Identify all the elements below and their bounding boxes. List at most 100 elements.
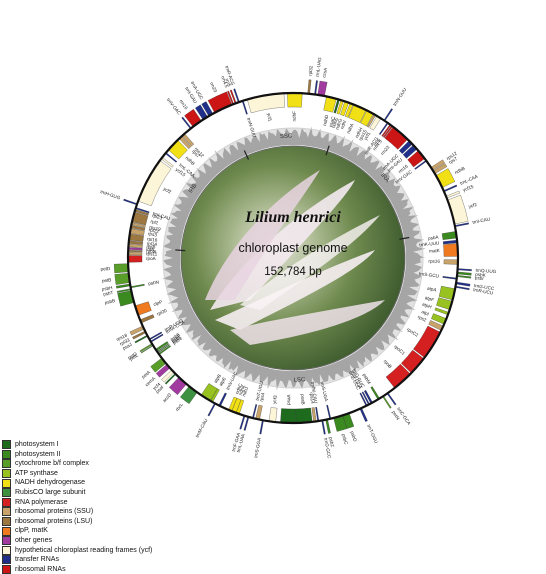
legend-item: cytochrome b/f complex (2, 459, 162, 469)
gene-label: rpoA (146, 256, 157, 261)
gene-label: trnS-GGA (253, 437, 262, 459)
legend-label: other genes (15, 536, 52, 544)
gene-trnk-uuu (442, 239, 458, 245)
gene-label: petB (102, 277, 112, 283)
gene-label: trnI-CAU (152, 211, 171, 221)
gene-label: psbJ (172, 336, 183, 346)
gene-rbcl (180, 385, 198, 404)
gene-trnf-gaa (239, 415, 246, 430)
gene-label: ndhB (184, 155, 195, 166)
region-label-ssc: SSC (280, 133, 293, 140)
gene-label: ycf2 (162, 186, 172, 195)
gene-rps8 (128, 243, 143, 248)
gene-label: rpl23 (152, 213, 164, 221)
gene-label: rrn16 (397, 163, 409, 174)
gene-trnl-uag (314, 80, 318, 95)
gene-label: ycf3 (272, 395, 278, 404)
gene-label: rpl32 (308, 65, 314, 76)
gene-label: atpI (421, 309, 430, 317)
legend-label: hypothetical chloroplast reading frames … (15, 546, 153, 554)
gene-labels: psbAtrnK-UUUmatKrps16trnQ-UUGpsbKpsbItrn… (100, 57, 497, 460)
gene-label: trnN-GUU (246, 117, 257, 138)
gene-trnq-uug (457, 268, 472, 272)
region-boundary-tick (243, 150, 250, 160)
gene-track (113, 79, 472, 435)
gene-label: trnG-UCC (474, 283, 496, 291)
gene-label: ndhI (339, 120, 347, 130)
gene-rps4 (255, 404, 263, 420)
gene-label: atpF (424, 295, 434, 302)
gene-label: rpl36 (146, 249, 157, 254)
gene-label: trnT-UGU (255, 381, 265, 401)
legend-swatch (2, 555, 11, 565)
gene-label: trnS-GCU (419, 271, 440, 278)
gene-label: rps8 (146, 244, 156, 250)
gene-label: ycf2 (468, 202, 478, 209)
gene-label: ndhC (234, 382, 243, 395)
legend-item: ATP synthase (2, 469, 162, 479)
legend-label: RNA polymerase (15, 498, 68, 506)
legend-item: hypothetical chloroplast reading frames … (2, 545, 162, 556)
legend-swatch (2, 440, 11, 450)
gene-label: psaI (155, 385, 165, 395)
gene-rps14 (311, 407, 317, 422)
legend-item: ribosomal proteins (LSU) (2, 517, 162, 527)
gene-label: psbT (103, 290, 114, 297)
gene-label: rpl33 (119, 337, 131, 346)
gene-label: rpl16 (147, 236, 158, 242)
genome-map: psbAtrnK-UUUmatKrps16trnQ-UUGpsbKpsbItrn… (100, 57, 497, 460)
legend-swatch (2, 469, 11, 479)
gene-label: rps3 (148, 231, 158, 237)
gene-label: rps18 (115, 332, 128, 342)
gene-label: trnN-GUU (392, 87, 407, 107)
gene-label: ycf1 (363, 131, 372, 141)
gene-psbk (457, 271, 472, 276)
gene-psbi (456, 275, 472, 279)
gene-label: rpl20 (156, 308, 168, 317)
gene-label: rps11 (146, 251, 158, 256)
gene-label: psbC (341, 433, 349, 445)
gene-label: psbN (148, 279, 159, 286)
legend-item: other genes (2, 536, 162, 546)
gene-matk (443, 243, 459, 257)
gene-trnm-cau (207, 402, 216, 417)
gene-label: psaA (286, 393, 291, 405)
gene-label: ndhD (322, 114, 330, 127)
legend-swatch (2, 507, 11, 517)
legend-swatch (2, 488, 11, 498)
legend-item: clpP, matK (2, 526, 162, 536)
region-label-lsc: LSC (294, 377, 307, 384)
legend-label: transfer RNAs (15, 556, 59, 564)
gene-psab (295, 407, 313, 424)
gene-petd (113, 263, 129, 274)
gene-label: ycf15 (175, 167, 187, 178)
gene-label: trnL-UAG (315, 57, 323, 77)
legend-swatch (2, 449, 11, 459)
legend-item: photosystem I (2, 440, 162, 450)
gene-label: psbA (428, 234, 440, 241)
gene-label: rpl22 (148, 227, 159, 234)
gene-label: rrn5 (224, 78, 232, 88)
gene-trnt-ggu (359, 407, 368, 422)
gene-accd (169, 377, 187, 395)
legend-swatch (2, 478, 11, 488)
gene-label: rbcL (175, 402, 185, 412)
gene-label: ycf1 (266, 113, 272, 123)
legend-label: ribosomal proteins (LSU) (15, 517, 93, 525)
gene-label: petA (141, 369, 152, 379)
legend-swatch (2, 497, 11, 507)
gene-label: ndhE (331, 117, 339, 129)
gene-label: trnL-UAA (236, 433, 246, 453)
gene-label: infA (146, 247, 155, 253)
gene-label: trnfM-CAU (310, 381, 318, 403)
gene-label: atpB (213, 373, 222, 384)
gene-label: clpP (153, 299, 163, 307)
gene-trnh-gug (123, 198, 138, 206)
gene-rpl32 (307, 79, 312, 95)
gene-label: rps12 (445, 150, 458, 161)
gene-label: psbZ (328, 437, 335, 448)
gene-petg (139, 343, 153, 353)
gene-label: psbM (362, 373, 372, 385)
gene-trng-ucc (455, 281, 471, 287)
